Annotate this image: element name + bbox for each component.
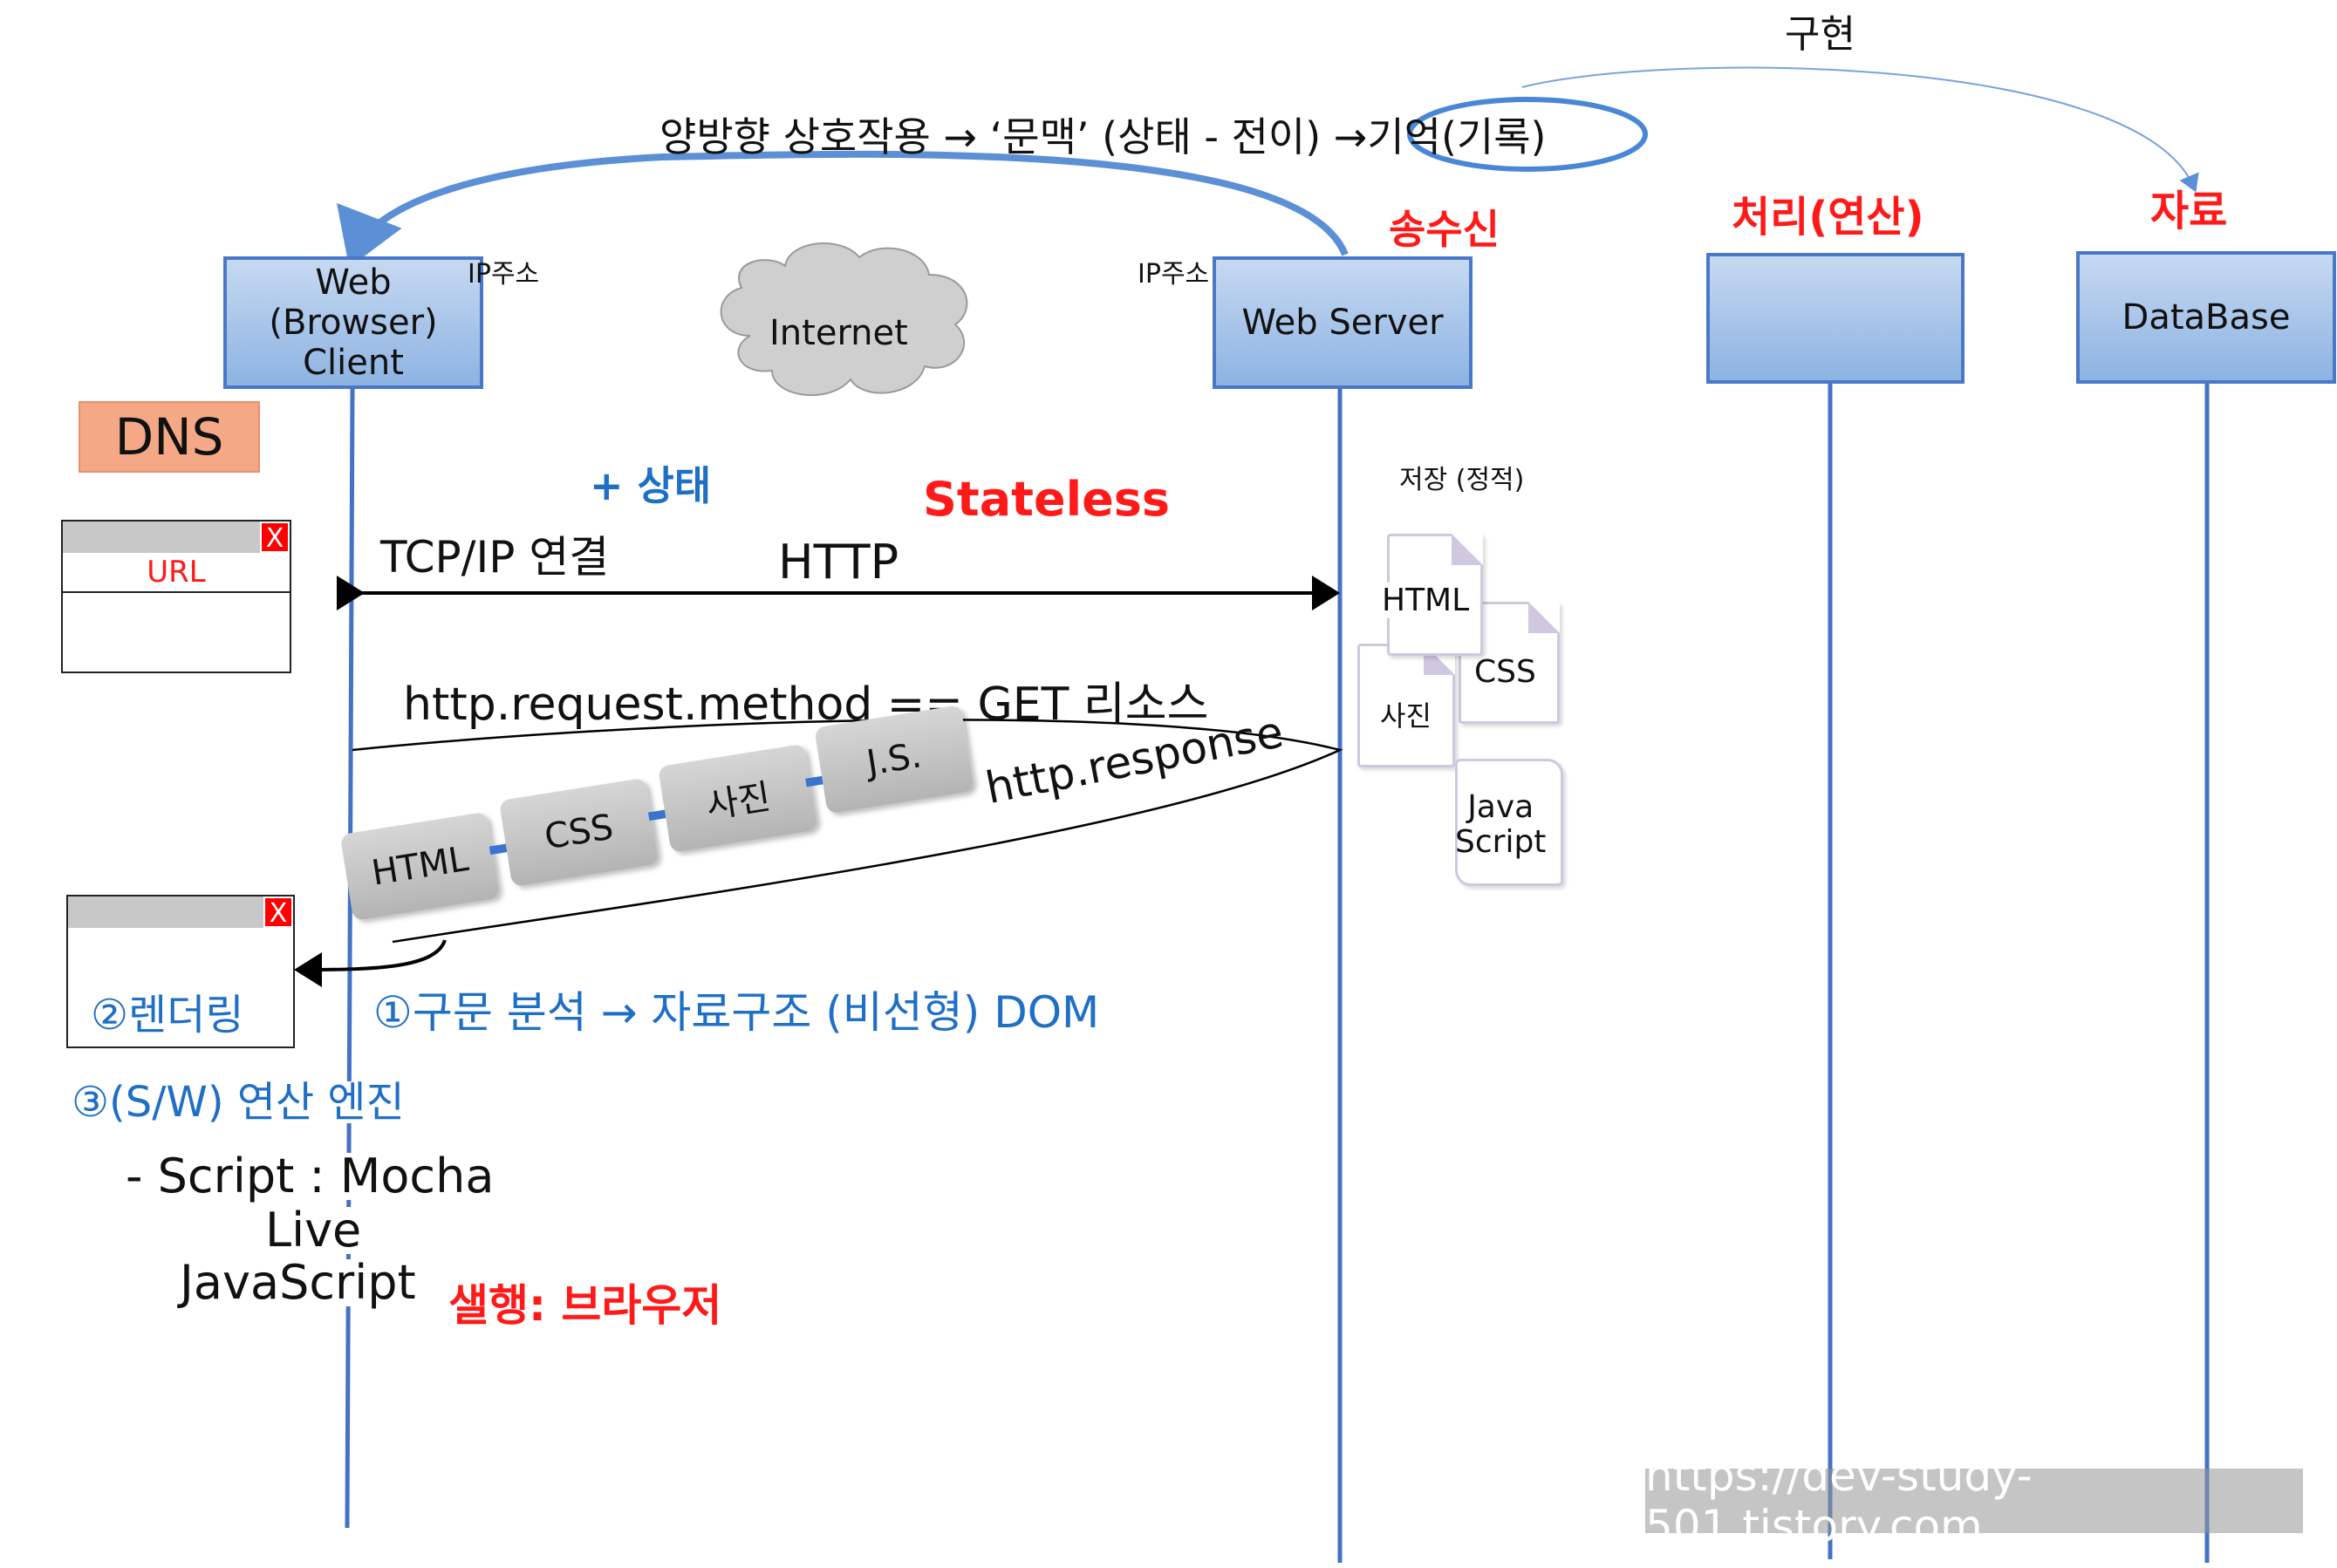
request-label: http.request.method == GET 리소스 (403, 678, 1209, 731)
dns-label: DNS (114, 407, 224, 467)
storage-label: 저장 (정적) (1399, 465, 1525, 495)
memory-ellipse (1407, 97, 1648, 172)
process-label: 처리(연산) (1732, 193, 1924, 242)
dns-box: DNS (79, 401, 260, 473)
web-server-box: Web Server (1213, 256, 1473, 389)
web-server-label: Web Server (1241, 303, 1444, 343)
resource-photo-label: 사진 (703, 776, 774, 827)
parse-label: ①구문 분석 → 자료구조 (비선형) DOM (373, 987, 1100, 1038)
execution-label: 샐행: 브라우저 (448, 1280, 722, 1331)
state-plus-label: + 상태 (590, 462, 712, 509)
database-label: DataBase (2122, 297, 2291, 337)
interaction-arc (337, 150, 1349, 268)
storage-css-label: CSS (1474, 654, 1536, 690)
client-ip-label: IP주소 (468, 259, 540, 290)
url-label: URL (147, 555, 206, 590)
processor-box (1706, 253, 1965, 384)
render-window-titlebar (68, 896, 293, 928)
storage-file-photo (1357, 644, 1455, 767)
url-field: URL (63, 553, 290, 593)
storage-file-js (1455, 759, 1563, 886)
resource-html-label: HTML (368, 838, 472, 894)
response-lens (352, 719, 1343, 944)
storage-photo-label: 사진 (1380, 699, 1432, 733)
watermark: https://dev-study-501.tistory.com (1645, 1450, 2303, 1551)
client-box: Web (Browser) Client (223, 256, 483, 389)
resource-pill-js: J.S. (814, 705, 974, 815)
script-line-3: JavaScript (180, 1255, 416, 1310)
url-window-titlebar (63, 522, 290, 553)
url-window-close-button[interactable]: X (260, 522, 290, 554)
resource-pill-css: CSS (498, 777, 659, 888)
transmit-label: 송수신 (1389, 206, 1500, 253)
watermark-text: https://dev-study-501.tistory.com (1645, 1450, 2033, 1551)
storage-html-label: HTML (1382, 583, 1470, 618)
render-window: X (66, 895, 295, 1048)
database-box: DataBase (2076, 251, 2336, 384)
resource-pill-html: HTML (339, 811, 501, 922)
url-window: X URL (61, 520, 291, 673)
tcp-label: TCP/IP 연결 (380, 532, 610, 583)
engine-label: ③(S/W) 연산 엔진 (72, 1078, 405, 1127)
render-label: ②렌더링 (91, 991, 244, 1040)
render-arrow (294, 939, 447, 987)
implement-label: 구현 (1785, 12, 1855, 57)
storage-js-label: Java Script (1455, 789, 1547, 860)
internet-label: Internet (769, 313, 908, 353)
resource-js-label: J.S. (864, 735, 925, 784)
server-ip-label: IP주소 (1138, 259, 1210, 290)
implement-arc (1521, 66, 2199, 193)
resource-css-label: CSS (542, 807, 617, 858)
client-lifeline (345, 387, 355, 1529)
render-window-close-button[interactable]: X (263, 896, 293, 929)
internet-cloud (720, 242, 968, 397)
script-line-1: - Script : Mocha (126, 1149, 495, 1203)
interaction-text: 양방향 상호작용 → ‘문맥’ (상태 - 전이) →기억(기록) (659, 113, 1547, 160)
http-label: HTTP (778, 535, 899, 590)
data-label: 자료 (2150, 187, 2228, 235)
stateless-label: Stateless (923, 472, 1170, 527)
script-line-2: Live (265, 1203, 362, 1258)
client-label: Web (Browser) Client (269, 262, 438, 383)
